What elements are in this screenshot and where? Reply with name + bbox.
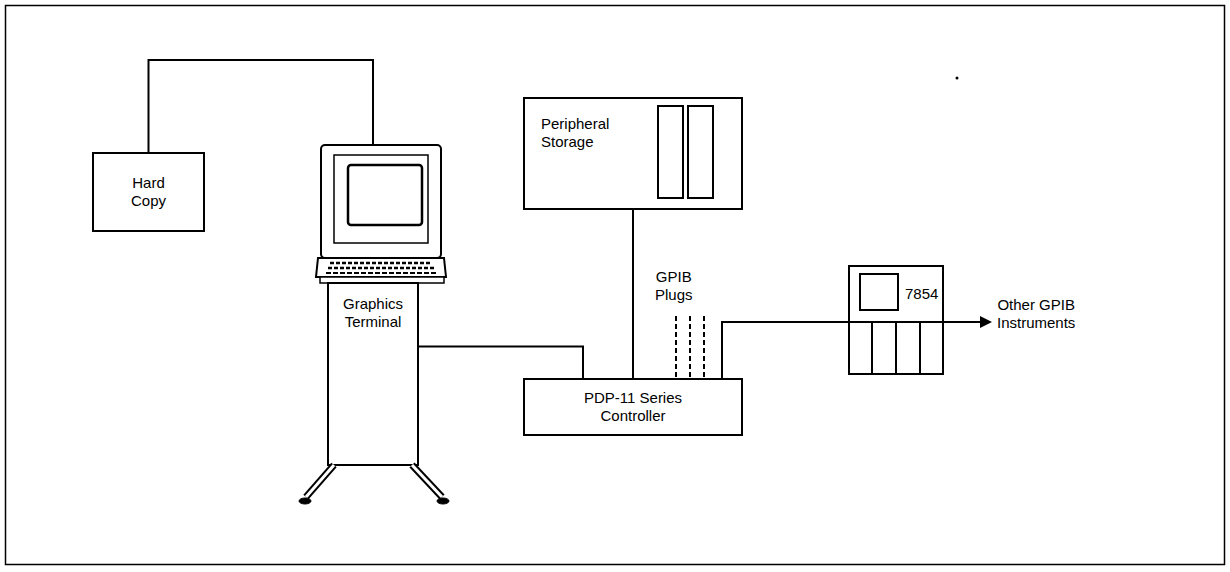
- stray-dot: [956, 77, 959, 80]
- monitor-bezel: [334, 155, 428, 243]
- instrument-box: 7854: [848, 265, 944, 375]
- key-row: [328, 267, 434, 270]
- box-text: Graphics Terminal: [343, 295, 403, 331]
- monitor-screen: [348, 165, 422, 225]
- terminal-foot: [299, 498, 311, 504]
- connector-line: [722, 322, 848, 378]
- controller-box: PDP-11 Series Controller: [523, 378, 743, 436]
- terminal-node: Graphics Terminal: [328, 145, 418, 465]
- terminal-leg: [412, 465, 442, 497]
- terminal-leg: [412, 465, 442, 497]
- gpib-plug-lines: [676, 316, 704, 378]
- plugin-divider: [871, 322, 873, 375]
- key-row: [330, 262, 432, 265]
- gpib-plug: [689, 316, 691, 378]
- bus-arrow-line: [944, 321, 982, 323]
- box-text: Peripheral Storage: [541, 115, 609, 151]
- gpib-plug: [703, 316, 705, 378]
- terminal-leg: [306, 465, 334, 497]
- box-text: PDP-11 Series Controller: [573, 389, 693, 425]
- box-text: 7854: [905, 285, 942, 303]
- box-text: Hard Copy: [131, 174, 166, 210]
- terminal-foot: [437, 498, 449, 504]
- gpib-plug: [675, 316, 677, 378]
- terminal-drawing: [299, 145, 449, 504]
- key-row: [326, 272, 436, 274]
- bus-arrow-head: [980, 316, 992, 328]
- instrument-label: Other GPIB Instruments: [997, 296, 1075, 332]
- plugin-divider: [895, 322, 897, 375]
- bus-label: GPIB Plugs: [655, 268, 693, 304]
- instrument-screen: [860, 274, 898, 310]
- storage-box: Peripheral Storage: [523, 97, 743, 210]
- instrument-drawing: [848, 274, 944, 375]
- connector-line: [149, 60, 374, 152]
- disk-drive-symbol: [688, 106, 713, 198]
- connector-line: [418, 347, 583, 378]
- keyboard: [316, 258, 446, 277]
- terminal-pedestal: [328, 283, 418, 465]
- monitor-housing: [321, 145, 441, 258]
- terminal-leg: [306, 465, 334, 497]
- disk-drive-symbol: [658, 106, 683, 198]
- plugin-divider: [919, 322, 921, 375]
- printer-box: Hard Copy: [92, 152, 205, 232]
- connector-line: [632, 210, 634, 378]
- outer-frame: [6, 6, 1225, 565]
